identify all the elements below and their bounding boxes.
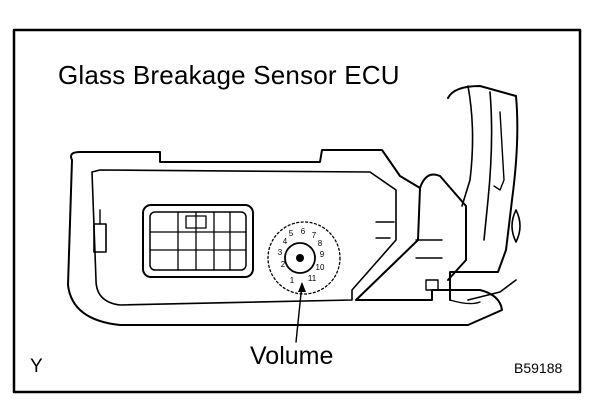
dial-number: 11 xyxy=(308,274,317,283)
dial-number: 10 xyxy=(316,263,325,272)
connector xyxy=(142,204,254,278)
dial-number: 2 xyxy=(281,260,286,269)
dial-number: 4 xyxy=(283,237,288,246)
volume-dial-knob xyxy=(284,242,316,274)
side-tab-left xyxy=(93,209,107,253)
volume-leader-line xyxy=(295,283,303,343)
volume-dial-outline xyxy=(267,221,341,295)
dial-number: 6 xyxy=(301,227,306,236)
volume-dial-center xyxy=(296,254,304,262)
dial-number: 1 xyxy=(290,276,295,285)
volume-leader-arrow xyxy=(298,282,306,292)
ecu-housing-inner xyxy=(91,169,397,306)
figure-id-label: B59188 xyxy=(514,360,563,376)
dial-number: 5 xyxy=(289,229,294,238)
volume-callout-label: Volume xyxy=(250,342,334,370)
dial-number: 9 xyxy=(320,250,325,259)
mounting-bracket xyxy=(375,85,521,305)
dial-number: 7 xyxy=(312,231,317,240)
view-code-label: Y xyxy=(30,356,43,377)
ecu-housing-outer xyxy=(67,149,503,326)
diagram-title: Glass Breakage Sensor ECU xyxy=(58,60,400,90)
dial-number: 3 xyxy=(278,248,283,257)
dial-number: 8 xyxy=(318,239,323,248)
figure-frame xyxy=(12,28,582,394)
volume-dial-numbers: 1 2 3 4 5 6 7 8 9 10 11 xyxy=(278,227,325,285)
